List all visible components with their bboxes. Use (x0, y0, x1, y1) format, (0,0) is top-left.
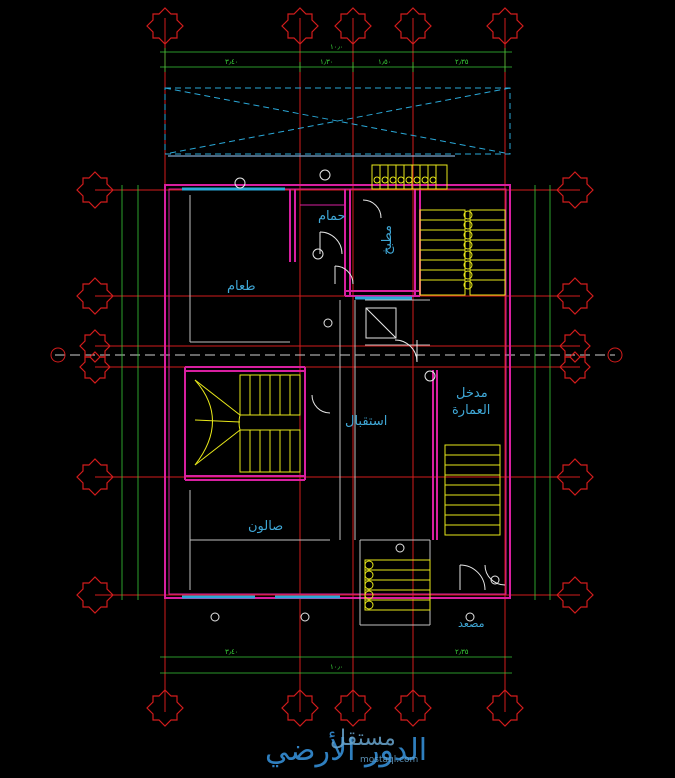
room-label-bath: حمام (318, 209, 346, 224)
grid-bubble-icon (76, 576, 114, 614)
windows (182, 187, 412, 599)
grid-bubble-icon (76, 171, 114, 209)
grid-bubble-icon (559, 351, 591, 384)
grid-bubble-icon (559, 329, 591, 363)
svg-text:١٫٣٠: ١٫٣٠ (320, 58, 334, 66)
svg-text:٢٫٣٥: ٢٫٣٥ (455, 58, 469, 66)
grid-bubble-icon (76, 277, 114, 315)
fixtures (210, 169, 500, 622)
svg-text:١٠٫٠: ١٠٫٠ (330, 663, 344, 671)
grid-bubble-icon (556, 576, 594, 614)
grid-bubble-icon (334, 689, 372, 727)
room-label-entrance: مدخل (456, 386, 488, 401)
north-arrow-icon (607, 347, 623, 363)
grid-bubble-icon (486, 7, 524, 45)
grid-bubble-icon (556, 458, 594, 496)
grid-bubble-icon (486, 689, 524, 727)
room-label-reception: استقبال (345, 414, 387, 429)
grid-bubble-icon (281, 7, 319, 45)
balcony-outline (164, 87, 511, 155)
grid-bubble-icon (281, 689, 319, 727)
svg-text:٣٫٤٠: ٣٫٤٠ (225, 648, 239, 656)
grid-bubble-icon (394, 7, 432, 45)
drawing-title: الدور الأرضي (265, 730, 427, 768)
grid-bubble-icon (394, 689, 432, 727)
svg-text:١٠٫٠: ١٠٫٠ (330, 43, 344, 51)
room-labels: حمام مطبخ طعام استقبال مدخل العمارة صالو… (227, 209, 490, 630)
room-label-kitchen: مطبخ (380, 225, 395, 255)
watermark-logo: مستقل (330, 726, 396, 751)
svg-text:١٫٥٠: ١٫٥٠ (378, 58, 392, 66)
grid-axes (95, 18, 580, 712)
watermark: مستقل mostaql.com (330, 726, 418, 765)
room-label-dining: طعام (227, 279, 256, 294)
svg-text:٢٫٣٥: ٢٫٣٥ (455, 648, 469, 656)
grid-bubble-icon (146, 7, 184, 45)
svg-text:٣٫٤٠: ٣٫٤٠ (225, 58, 239, 66)
grid-bubble-icon (146, 689, 184, 727)
dimension-text: ١٠٫٠ ٣٫٤٠ ١٫٣٠ ١٫٥٠ ٢٫٣٥ ١٠٫٠ ٣٫٤٠ ٢٫٣٥ (225, 43, 469, 671)
grid-bubble-icon (76, 458, 114, 496)
room-label-salon: صالون (248, 519, 283, 534)
stair-nosing (364, 176, 473, 610)
grid-bubble-icon (334, 7, 372, 45)
north-arrow-icon (50, 347, 66, 363)
grid-bubbles (76, 7, 594, 727)
room-label-entrance-2: العمارة (452, 403, 490, 418)
dimension-lines (121, 48, 551, 674)
stair-icon (419, 209, 506, 296)
stair-icon (371, 164, 448, 190)
room-label-elevator: مصعد (458, 617, 485, 630)
stair-icon (194, 374, 301, 473)
grid-bubble-icon (556, 277, 594, 315)
grid-bubble-icon (79, 351, 111, 384)
grid-bubble-icon (556, 171, 594, 209)
watermark-url: mostaql.com (360, 755, 418, 765)
grid-bubble-icon (79, 329, 111, 363)
